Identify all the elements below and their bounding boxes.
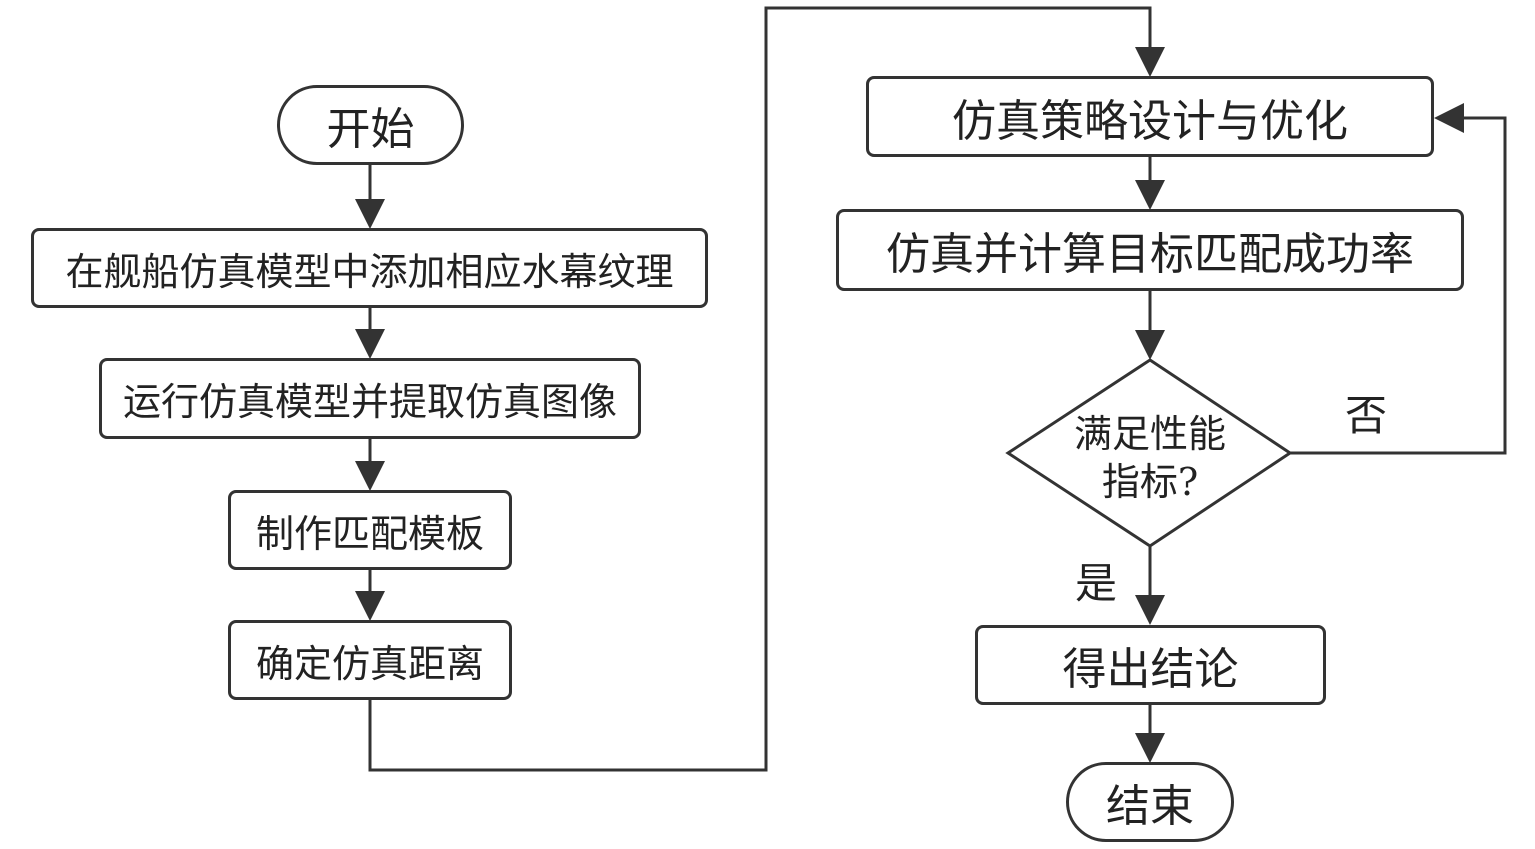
arrow-distance-to-strategy [368,6,1165,772]
decision-label-line2: 指标? [1101,460,1199,504]
set-distance-box: 确定仿真距离 [228,620,512,700]
no-branch-label: 否 [1345,391,1388,440]
conclusion-box: 得出结论 [975,625,1326,705]
end-node: 结束 [1066,762,1234,842]
start-node: 开始 [277,85,464,165]
compute-rate-box: 仿真并计算目标匹配成功率 [836,209,1464,291]
decision-label: 满足性能 指标? [1040,410,1260,506]
run-model-box: 运行仿真模型并提取仿真图像 [99,358,641,439]
arrow-decision-no-loop [1290,103,1507,455]
yes-branch-label: 是 [1075,559,1118,608]
add-texture-box: 在舰船仿真模型中添加相应水幕纹理 [31,228,708,308]
make-template-box: 制作匹配模板 [228,490,512,570]
strategy-box: 仿真策略设计与优化 [866,76,1434,157]
decision-diamond [1005,358,1293,548]
decision-label-line1: 满足性能 [1073,412,1226,456]
